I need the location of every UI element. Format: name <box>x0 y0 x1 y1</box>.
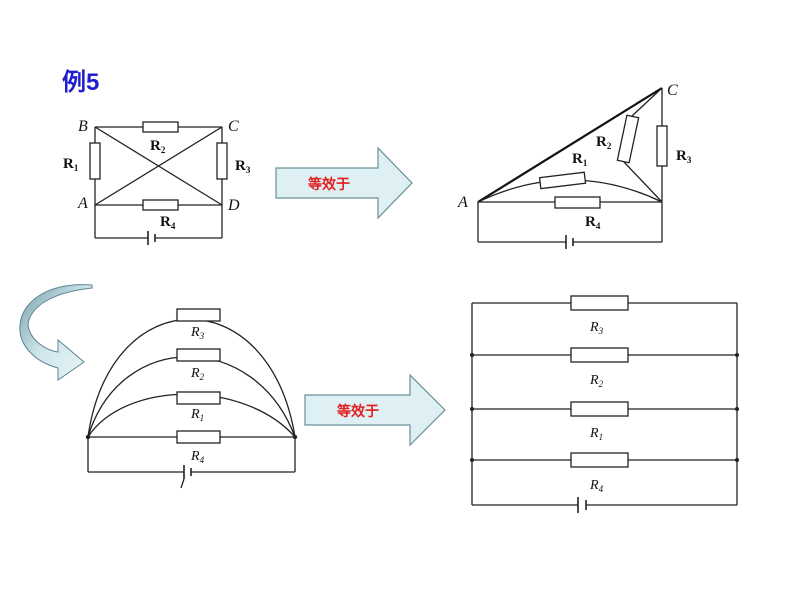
r1-resistor-2 <box>538 171 587 190</box>
r1-resistor <box>89 142 101 180</box>
r1-resistor-4 <box>570 401 629 417</box>
r3-resistor-4 <box>570 295 629 311</box>
r3-resistor <box>216 142 228 180</box>
node-b-label: B <box>78 118 88 135</box>
node-d-label: D <box>227 197 240 214</box>
example-title: 例5 <box>62 69 100 96</box>
r1-label-3: R1 <box>190 407 204 423</box>
r2-resistor-4 <box>570 347 629 363</box>
curved-transition-arrow <box>19 284 93 381</box>
r3-label: R3 <box>235 158 251 175</box>
r4-label-3: R4 <box>190 449 205 465</box>
r3-label-3: R3 <box>190 325 205 341</box>
r3-label-2: R3 <box>676 148 692 165</box>
ladder-parallel-circuit: R3 R2 R1 R4 <box>470 295 739 513</box>
arrow-1-label: 等效于 <box>308 176 350 193</box>
r1-label-2: R1 <box>572 151 588 168</box>
r4-resistor <box>142 199 179 211</box>
node-a-label: A <box>77 195 88 212</box>
r2-resistor-3 <box>176 348 221 362</box>
r2-resistor <box>142 121 179 133</box>
r3-label-4: R3 <box>589 320 604 336</box>
r4-label-4: R4 <box>589 478 604 494</box>
bridge-circuit: B C A D R2 R1 R3 R4 <box>63 118 251 245</box>
r2-label: R2 <box>150 138 166 155</box>
r2-label-2: R2 <box>596 134 612 151</box>
r4-resistor-3 <box>176 430 221 444</box>
arc-parallel-circuit: R3 R2 R1 R4 <box>85 308 298 489</box>
equivalence-arrow-2: 等效于 <box>304 373 446 447</box>
node-c-label: C <box>228 118 239 135</box>
r1-label: R1 <box>63 156 79 173</box>
arrow-2-label: 等效于 <box>337 403 379 420</box>
r4-label: R4 <box>160 214 176 231</box>
r2-label-4: R2 <box>589 373 604 389</box>
r4-resistor-2 <box>554 196 601 209</box>
r2-resistor-2 <box>616 114 640 164</box>
r1-resistor-3 <box>176 391 221 405</box>
r3-resistor-2 <box>656 125 668 167</box>
r2-label-3: R2 <box>190 366 205 382</box>
r4-label-2: R4 <box>585 214 601 231</box>
equivalence-arrow-1: 等效于 <box>275 146 413 220</box>
r1-label-4: R1 <box>589 426 603 442</box>
node-a-label-2: A <box>457 194 468 211</box>
r4-resistor-4 <box>570 452 629 468</box>
node-c-label-2: C <box>667 82 678 99</box>
triangle-circuit: A C R2 R3 R1 R4 <box>457 82 692 249</box>
r3-resistor-3 <box>176 308 221 322</box>
